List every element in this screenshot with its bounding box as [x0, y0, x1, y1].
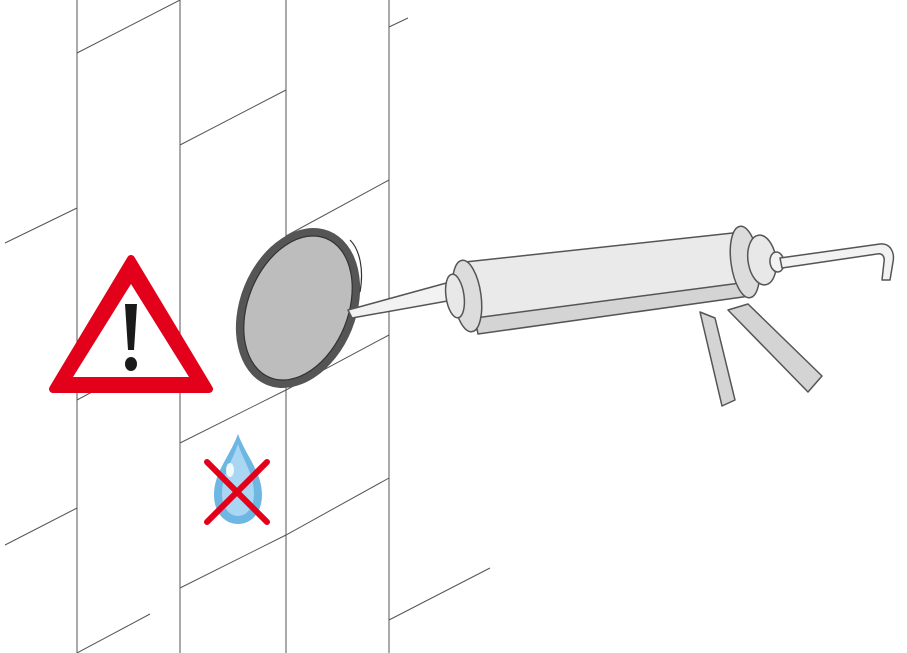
caulking-gun-icon	[348, 224, 893, 406]
no-water-icon	[207, 434, 267, 524]
warning-triangle-icon	[53, 259, 209, 389]
